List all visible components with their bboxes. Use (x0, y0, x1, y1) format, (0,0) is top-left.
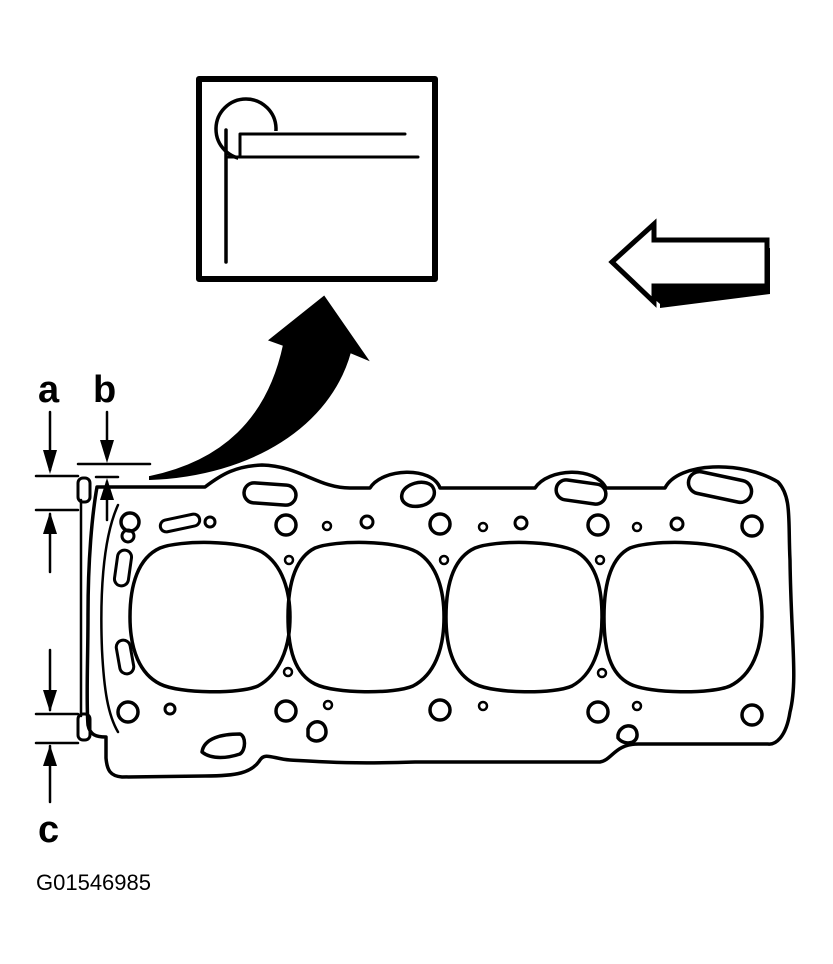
cylinder-head-gasket (76, 463, 796, 779)
cylinder-bore-4 (602, 540, 764, 694)
cylinder-bore-2 (286, 540, 446, 694)
dimension-lines (34, 410, 152, 804)
left-arrow-icon (608, 218, 770, 308)
figure-code: G01546985 (36, 870, 151, 895)
cylinder-bore-3 (444, 540, 604, 694)
curved-arrow-icon (149, 295, 370, 481)
label-a: a (38, 369, 60, 411)
gasket-edge-detail-icon (196, 76, 438, 282)
cylinder-bore-1 (128, 540, 292, 694)
label-b: b (93, 369, 116, 411)
label-c: c (38, 809, 59, 851)
